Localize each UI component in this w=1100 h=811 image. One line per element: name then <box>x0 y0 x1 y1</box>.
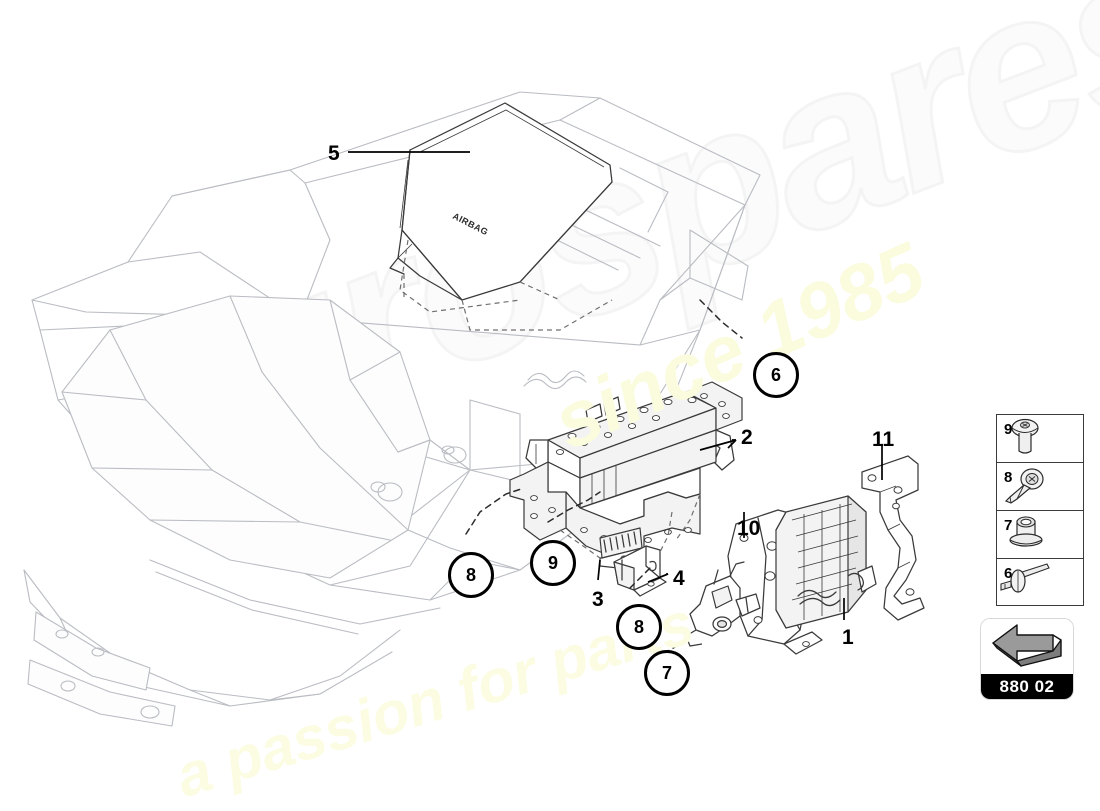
leader-3 <box>597 559 601 581</box>
leader-4 <box>647 573 669 583</box>
fastener-legend: 9 8 7 <box>996 414 1084 606</box>
assembly-dashed-lines-part5 <box>399 239 613 331</box>
dash-9 <box>547 491 601 523</box>
label-5: 5 <box>328 142 340 165</box>
angled-bolt-icon <box>1004 468 1044 504</box>
part-11-mount-bracket <box>861 455 925 621</box>
flange-nut-icon <box>1009 516 1043 547</box>
round-head-screw-icon <box>1011 418 1039 454</box>
legend-number-9: 9 <box>1004 421 1013 438</box>
leader-2 <box>699 439 737 451</box>
label-11: 11 <box>872 428 895 451</box>
label-1: 1 <box>842 626 854 649</box>
dash-8-left <box>465 487 525 535</box>
diagram-code-badge: 880 02 <box>981 619 1073 699</box>
label-2: 2 <box>741 426 753 449</box>
badge-code: 880 02 <box>981 674 1073 699</box>
part-1-airbag-module <box>685 495 877 655</box>
callout-6: 6 <box>753 352 799 398</box>
push-pin-rivet-icon <box>1000 563 1050 593</box>
label-10: 10 <box>737 517 761 540</box>
callout-8-left: 8 <box>448 552 494 598</box>
leader-dash-6 <box>699 299 743 339</box>
part-4-bracket <box>613 545 667 597</box>
legend-number-6: 6 <box>1004 565 1013 582</box>
assembly-dashed-lines-fasteners <box>465 487 701 589</box>
legend-row-7: 7 <box>997 511 1083 559</box>
arrow-3d-left-icon <box>992 624 1062 667</box>
dash-8-mid <box>629 565 653 589</box>
callout-7: 7 <box>644 650 690 696</box>
callout-8-mid: 8 <box>616 604 662 650</box>
legend-number-8: 8 <box>1004 469 1013 486</box>
legend-row-6: 6 <box>997 559 1083 607</box>
badge-arrow-area <box>981 619 1073 674</box>
label-4: 4 <box>673 567 685 590</box>
part-5-airbag-cover: AIRBAG <box>389 102 613 301</box>
label-3: 3 <box>592 588 604 611</box>
callout-9: 9 <box>530 540 576 586</box>
legend-number-7: 7 <box>1004 517 1013 534</box>
legend-row-9: 9 <box>997 415 1083 463</box>
legend-row-8: 8 <box>997 463 1083 511</box>
